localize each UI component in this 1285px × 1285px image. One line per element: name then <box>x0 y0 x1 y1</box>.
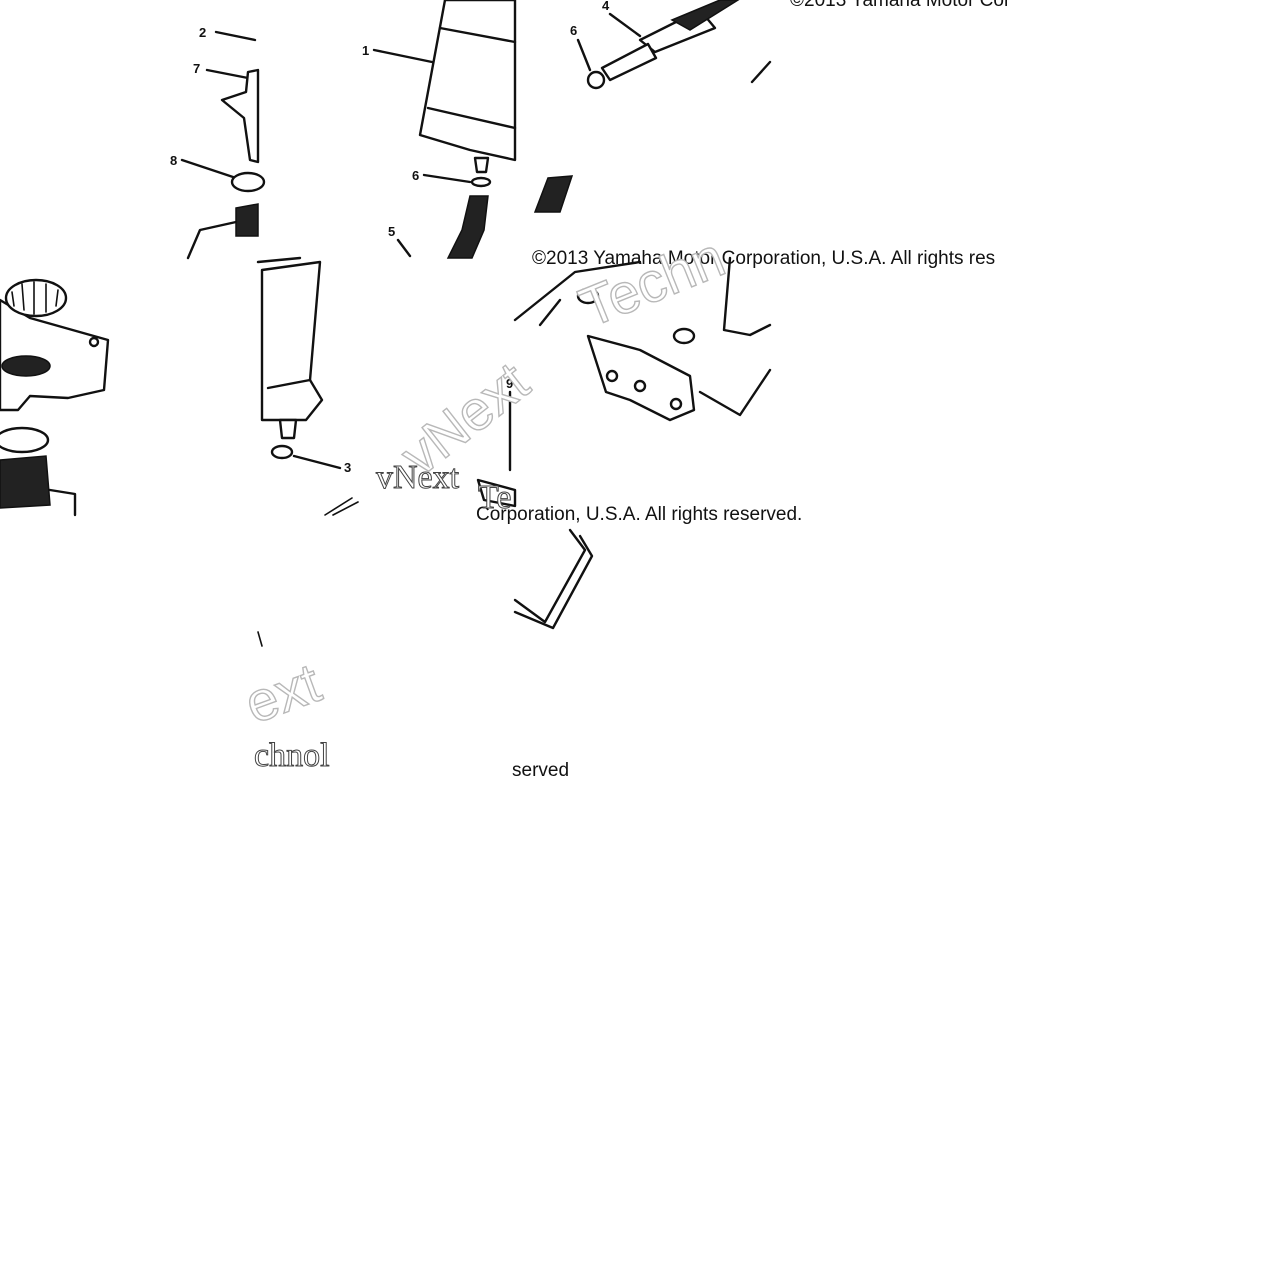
leader-line-tank <box>372 48 434 64</box>
tile-tank-bottom: 3 9 <box>256 256 513 516</box>
filler-neck-thread <box>0 455 51 509</box>
tile-tank-hose: 1 6 5 <box>362 0 517 259</box>
callout-connector: 4 <box>602 0 610 13</box>
watermark-techno-center: Te <box>478 479 512 516</box>
drain-outlet <box>278 418 298 440</box>
leader-line-washer <box>422 173 472 184</box>
tank-seam-upper <box>438 26 517 44</box>
oil-hose-section <box>446 195 489 259</box>
leader-line-bracket <box>205 68 250 80</box>
bracket-plate <box>220 68 260 164</box>
neck-gasket <box>0 426 50 454</box>
watermark-vnext-center: vNext <box>376 459 460 496</box>
callout-gasket: 8 <box>170 153 177 168</box>
tile-connector-pipe: 4 6 <box>533 0 772 213</box>
bracket-bolt-hole-1 <box>605 369 619 383</box>
part-label-tag <box>533 175 574 213</box>
frame-hole-left <box>576 287 600 305</box>
bracket-opening <box>1 355 51 377</box>
callout-tank: 1 <box>362 43 369 58</box>
copyright-bottom: served <box>512 760 569 781</box>
callout-cap-stem: 2 <box>199 25 206 40</box>
frame-rail <box>722 256 772 337</box>
bracket-rod-outer <box>513 534 594 630</box>
bracket-hole <box>88 336 100 348</box>
bracket-bolt-hole-2 <box>633 379 647 393</box>
copyright-center: Corporation, U.S.A. All rights reserved. <box>476 504 802 525</box>
watermark-ext: ext <box>237 650 329 735</box>
frame-outline-top <box>513 260 642 322</box>
tile-frame-bracket <box>513 256 772 422</box>
frame-inner-edge <box>538 298 562 327</box>
copyright-middle: ©2013 Yamaha Motor Corporation, U.S.A. A… <box>532 248 995 269</box>
outlet-washer <box>470 176 492 188</box>
tank-lower-seam <box>266 378 312 390</box>
callout-washer-upper: 6 <box>412 168 419 183</box>
oil-tank-body <box>418 0 517 162</box>
filler-cap-knob <box>4 278 68 318</box>
callout-frame-bolt: 9 <box>506 376 513 391</box>
bracket-rod <box>513 528 587 624</box>
connector-thread <box>670 0 740 31</box>
hose-fragment <box>324 497 359 516</box>
tank-shoulder <box>48 488 77 517</box>
tile-cap-bracket: 2 7 8 <box>170 25 266 260</box>
tank-lower-body <box>260 260 324 422</box>
callout-hose: 5 <box>388 224 395 239</box>
fragment-line <box>257 631 263 647</box>
oil-pipe <box>600 42 658 82</box>
leader-line-gasket <box>180 158 238 180</box>
callout-drain-bolt: 3 <box>344 460 351 475</box>
tank-outlet <box>473 156 490 174</box>
watermark-techno-top: Techn <box>571 225 733 339</box>
mounting-bracket <box>586 334 696 422</box>
cap-bracket <box>0 298 110 412</box>
frame-edge-top <box>750 60 772 84</box>
copyright-top-right: ©2013 Yamaha Motor Cor <box>790 0 1011 11</box>
callout-pipe: 6 <box>570 23 577 38</box>
callout-bracket: 7 <box>193 61 200 76</box>
leader-line-hose <box>396 238 412 258</box>
watermark-techno-bottom: chnol <box>254 737 330 774</box>
frame-hole-right <box>672 327 696 345</box>
filler-neck <box>235 203 259 237</box>
frame-outline-right <box>698 368 772 417</box>
leader-line-cap <box>214 30 257 42</box>
tank-seam-lower <box>426 106 517 130</box>
gasket-ring <box>230 171 266 193</box>
tile-bracket-rod <box>476 478 594 630</box>
pipe-clip <box>586 70 606 90</box>
drain-washer <box>270 444 294 460</box>
tank-top-edge <box>186 220 238 260</box>
tank-top-line <box>256 256 302 264</box>
leader-line-pipe <box>576 38 592 72</box>
leader-line-connector <box>608 12 642 38</box>
cap-knurl <box>11 281 59 315</box>
bolt-head <box>476 478 517 508</box>
leader-line-drain <box>292 454 342 470</box>
bracket-bolt-hole-3 <box>669 397 683 411</box>
tile-filler-cap <box>0 278 110 517</box>
